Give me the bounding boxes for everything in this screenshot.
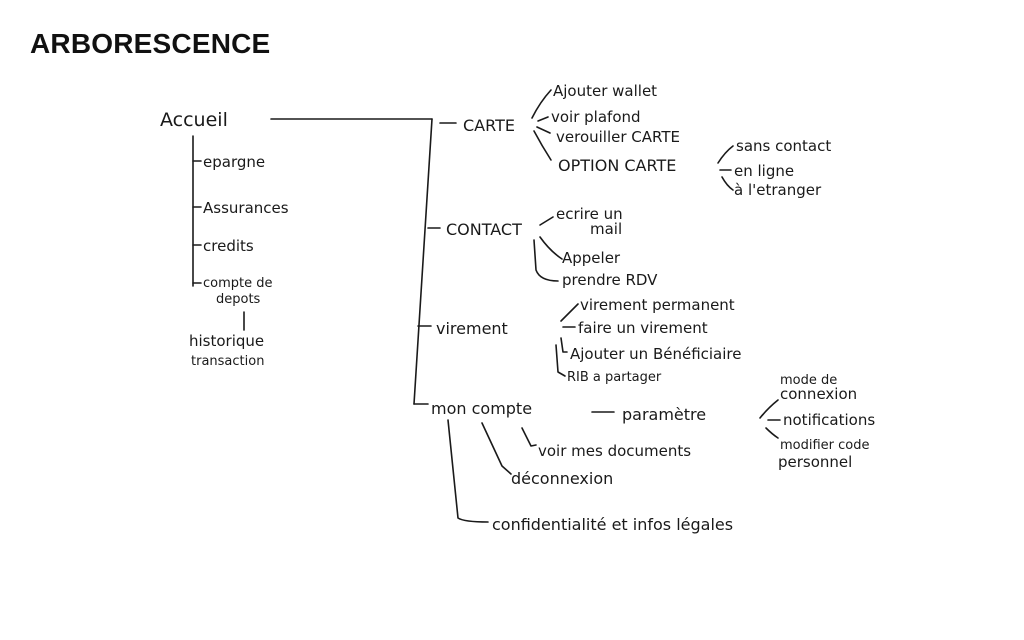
node-notifications: notifications: [783, 411, 875, 429]
node-prendre-rdv: prendre RDV: [562, 271, 658, 289]
node-en-ligne: en ligne: [734, 162, 794, 180]
node-modifier-code: modifier code: [780, 438, 870, 453]
node-connexion: connexion: [780, 385, 857, 403]
moncompte-connector-deconnexion: [481, 422, 512, 475]
node-ecrire-un: ecrire un: [556, 205, 623, 223]
node-ajouter-beneficiaire: Ajouter un Bénéficiaire: [570, 345, 741, 363]
node-transaction: transaction: [191, 354, 264, 369]
carte-connector-wallet: [531, 89, 552, 119]
virement-connector-rib: [555, 344, 566, 377]
node-appeler: Appeler: [562, 249, 621, 267]
node-mail: mail: [590, 220, 622, 238]
option-connector-sans-contact: [717, 145, 734, 164]
node-verouiller-carte: verouiller CARTE: [556, 128, 680, 146]
carte-connector-option: [533, 130, 552, 161]
contact-connector-appeler: [539, 236, 563, 260]
contact-connector-ecrire: [539, 216, 554, 226]
node-rib-a-partager: RIB a partager: [567, 370, 662, 385]
node-compte-de: compte de: [203, 276, 273, 291]
node-confidentialite: confidentialité et infos légales: [492, 515, 733, 534]
main-trunk-line: [413, 118, 433, 405]
node-depots: depots: [216, 292, 261, 307]
node-personnel: personnel: [778, 453, 852, 471]
node-assurances: Assurances: [203, 199, 289, 217]
node-faire-un-virement: faire un virement: [578, 319, 708, 337]
parametre-connector-modifier: [765, 427, 779, 439]
node-parametre: paramètre: [622, 405, 706, 424]
page-title: ARBORESCENCE: [30, 28, 271, 59]
node-virement: virement: [436, 319, 508, 338]
parametre-connector-mode: [759, 399, 779, 419]
node-deconnexion: déconnexion: [511, 469, 613, 488]
node-voir-plafond: voir plafond: [551, 108, 641, 126]
node-historique: historique: [189, 332, 264, 350]
node-contact: CONTACT: [446, 220, 522, 239]
node-ajouter-wallet: Ajouter wallet: [553, 82, 657, 100]
carte-connector-plafond: [537, 116, 549, 122]
node-mon-compte: mon compte: [431, 399, 532, 418]
carte-connector-verouiller: [536, 126, 551, 134]
virement-connector-beneficiaire: [560, 337, 568, 353]
node-option-carte: OPTION CARTE: [558, 156, 676, 175]
node-epargne: epargne: [203, 153, 265, 171]
node-accueil: Accueil: [160, 109, 228, 131]
node-voir-mes-documents: voir mes documents: [538, 442, 691, 460]
node-a-l-etranger: à l'etranger: [734, 181, 822, 199]
node-credits: credits: [203, 237, 254, 255]
node-carte: CARTE: [463, 116, 515, 135]
virement-connector-permanent: [560, 303, 579, 322]
moncompte-connector-documents: [521, 427, 537, 447]
contact-connector-rdv: [533, 239, 559, 282]
node-sans-contact: sans contact: [736, 137, 831, 155]
node-mode-de: mode de: [780, 373, 837, 388]
node-virement-permanent: virement permanent: [580, 296, 735, 314]
option-connector-etranger: [721, 176, 734, 191]
moncompte-connector-confidentialite: [447, 419, 489, 523]
